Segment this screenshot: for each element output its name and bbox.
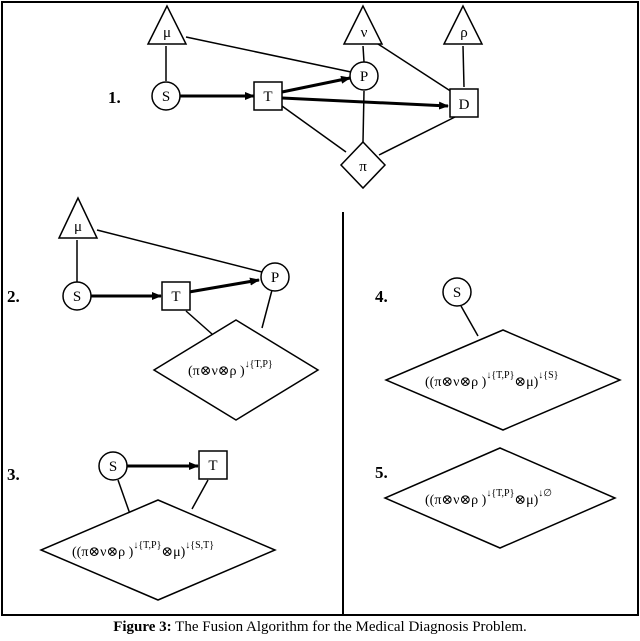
diamond-step-5 xyxy=(383,447,617,549)
edge-rho-d xyxy=(462,45,465,88)
caption-text: The Fusion Algorithm for the Medical Dia… xyxy=(175,619,527,635)
edge-p-pi xyxy=(362,90,365,143)
t-label-3: T xyxy=(208,458,217,474)
p-circle xyxy=(349,61,379,91)
edge-nu-p xyxy=(362,45,365,63)
edge-p-diamond-2 xyxy=(261,289,273,329)
t-label: T xyxy=(263,89,272,105)
formula-step-3: ((π⊗ν⊗ρ )↓{T,P}⊗μ)↓{S,T} xyxy=(72,540,214,560)
formula-step-2: (π⊗ν⊗ρ )↓{T,P} xyxy=(188,359,273,379)
mu-triangle-2 xyxy=(57,196,99,239)
edge-t-pi xyxy=(281,105,347,153)
s-label: S xyxy=(162,89,170,105)
edge-t-diamond-3 xyxy=(191,479,209,510)
s-circle xyxy=(151,81,181,111)
step-5-label: 5. xyxy=(375,463,388,482)
edge-s-diamond-3 xyxy=(117,479,131,515)
mu-label: μ xyxy=(163,25,171,41)
step-1-label: 1. xyxy=(108,88,121,107)
arrow-t-p-2 xyxy=(188,277,260,294)
p-label: P xyxy=(360,69,368,85)
p-circle-2 xyxy=(260,262,290,292)
formula-step-5: ((π⊗ν⊗ρ )↓{T,P}⊗μ)↓∅ xyxy=(425,488,552,508)
figure-caption: Figure 3: The Fusion Algorithm for the M… xyxy=(0,619,640,636)
step-4-label: 4. xyxy=(375,287,388,306)
edge-s-diamond-4 xyxy=(460,305,479,337)
s-circle-4 xyxy=(442,277,472,307)
d-label: D xyxy=(459,97,470,113)
edge-t-diamond-2 xyxy=(185,310,213,335)
t-square-3 xyxy=(198,450,228,480)
pi-diamond xyxy=(339,140,387,190)
edge-d-pi xyxy=(378,116,456,156)
arrow-t-d xyxy=(281,96,449,110)
edge-mu-p-2 xyxy=(96,229,263,273)
mu-triangle xyxy=(146,4,188,45)
s-circle-2 xyxy=(62,281,92,311)
formula-step-4: ((π⊗ν⊗ρ )↓{T,P}⊗μ)↓{S} xyxy=(425,370,558,390)
nu-label: ν xyxy=(361,25,368,41)
edge-nu-d xyxy=(374,41,453,93)
caption-label: Figure 3: xyxy=(113,619,172,635)
t-label-2: T xyxy=(171,289,180,305)
step-3-label: 3. xyxy=(7,465,20,484)
edge-mu-p xyxy=(185,36,352,73)
arrow-t-p xyxy=(281,75,351,94)
p-label-2: P xyxy=(271,270,279,286)
d-square xyxy=(449,88,479,118)
step-2-label: 2. xyxy=(7,287,20,306)
s-circle-3 xyxy=(98,451,128,481)
s-label-2: S xyxy=(73,289,81,305)
diamond-step-3 xyxy=(39,499,277,601)
diamond-step-4 xyxy=(384,329,622,431)
rho-label: ρ xyxy=(460,25,468,41)
t-square xyxy=(253,81,283,111)
t-square-2 xyxy=(161,281,191,311)
diamond-step-2 xyxy=(152,319,320,421)
mu-label-2: μ xyxy=(74,219,82,235)
pi-label: π xyxy=(359,159,367,175)
nu-triangle xyxy=(342,4,384,45)
s-label-4: S xyxy=(453,285,461,301)
s-label-3: S xyxy=(109,459,117,475)
rho-triangle xyxy=(442,4,484,45)
figure-frame xyxy=(1,1,639,616)
